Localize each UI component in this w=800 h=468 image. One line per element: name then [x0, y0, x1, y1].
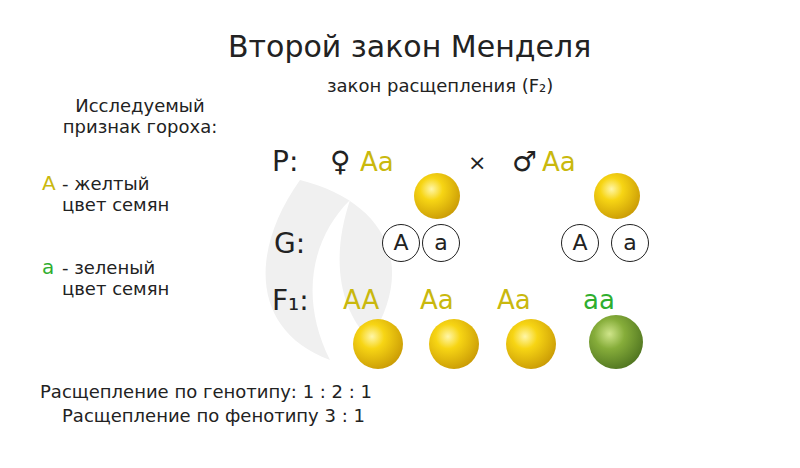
trait-heading: Исследуемый признак гороха: [35, 96, 245, 137]
gamete-allele: A [572, 232, 587, 254]
yellow-pea [414, 173, 460, 219]
genotype: Aa [542, 148, 576, 178]
gamete-allele: a [623, 232, 636, 254]
gamete-circle: a [422, 224, 460, 262]
yellow-pea [353, 319, 403, 369]
genotype: aa [583, 286, 615, 316]
allele-description: - желтый цвет семян [62, 174, 177, 215]
yellow-pea [594, 173, 640, 219]
phenotype-ratio: Расщепление по фенотипу 3 : 1 [62, 406, 365, 427]
generation-label: G: [274, 228, 305, 260]
male-symbol: ♂ [512, 146, 537, 178]
genotype: Aa [497, 286, 531, 316]
yellow-pea [429, 319, 479, 369]
yellow-pea [506, 319, 556, 369]
gamete-circle: a [611, 224, 649, 262]
green-pea [589, 315, 643, 369]
genotype: AA [343, 286, 379, 316]
subtitle: закон расщепления (F₂) [327, 76, 553, 97]
genotype: Aa [360, 148, 394, 178]
gamete-circle: A [561, 224, 599, 262]
cross-sign: × [468, 150, 486, 175]
allele-description: - зеленый цвет семян [62, 258, 182, 299]
gamete-allele: A [393, 232, 408, 254]
allele-symbol: a [42, 256, 54, 279]
allele-symbol: A [42, 172, 56, 195]
female-symbol: ♀ [330, 146, 351, 178]
genotype: Aa [420, 286, 454, 316]
generation-label: P: [272, 146, 298, 178]
generation-label: F₁: [272, 285, 309, 317]
diagram-title: Второй закон Менделя [228, 30, 591, 65]
genotype-ratio: Расщепление по генотипу: 1 : 2 : 1 [40, 382, 372, 403]
gamete-allele: a [434, 232, 447, 254]
gamete-circle: A [382, 224, 420, 262]
